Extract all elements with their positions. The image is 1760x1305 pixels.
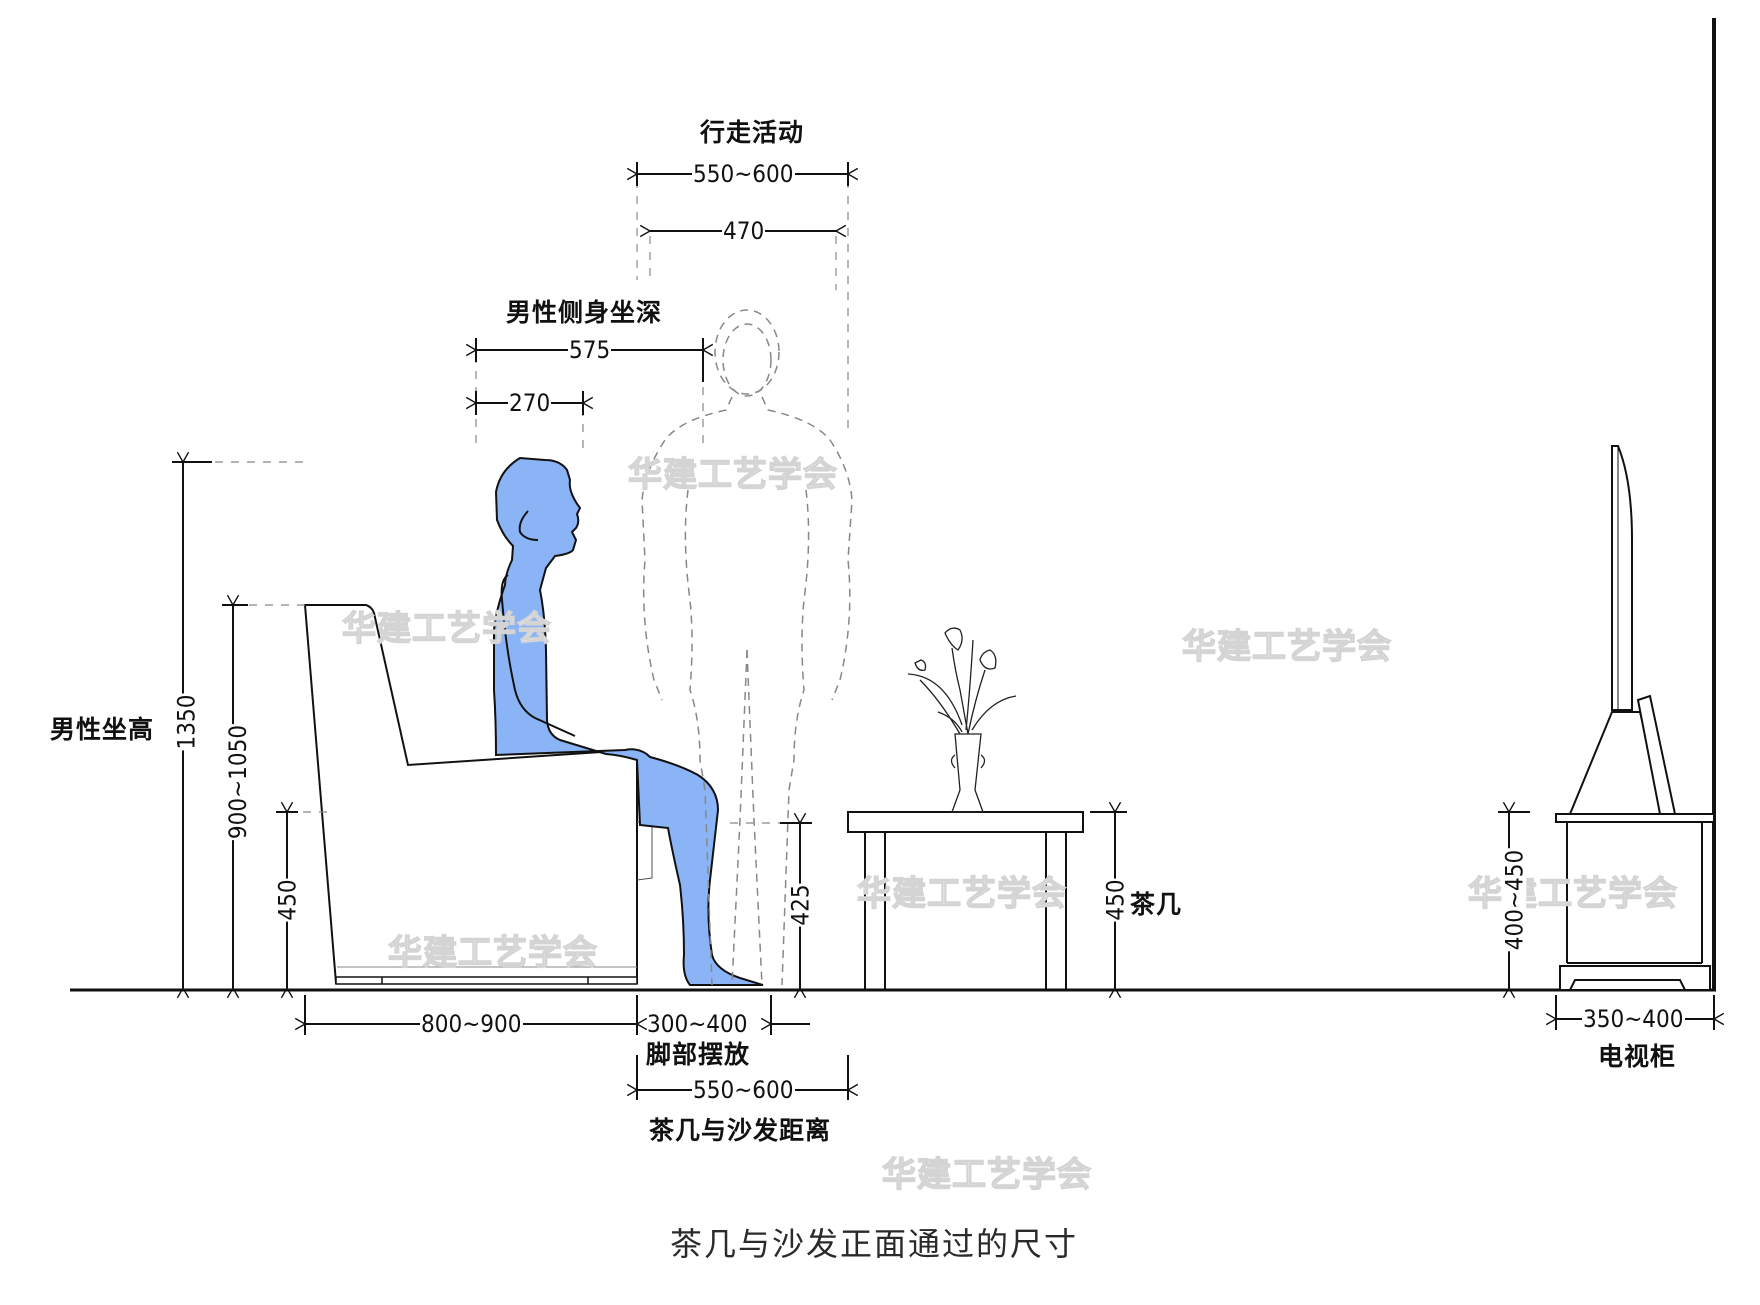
watermark: 华建工艺学会 (1181, 627, 1392, 667)
dim-sofa-depth: 800~900 (420, 1010, 523, 1038)
tv-cabinet-label: 电视柜 (1598, 1042, 1677, 1071)
dim-table-sofa-gap: 550~600 (692, 1076, 795, 1104)
dim-male-height-1350: 1350 (172, 693, 201, 751)
sofa-bracket (636, 821, 653, 881)
watermark: 华建工艺学会 (627, 455, 838, 495)
dim-tv-cabinet-depth: 350~400 (1582, 1005, 1685, 1033)
coffee-table-label: 茶几 (1130, 890, 1183, 919)
watermark: 华建工艺学会 (856, 874, 1067, 914)
dim-seat-depth-270: 270 (508, 389, 552, 417)
figure-caption: 茶几与沙发正面通过的尺寸 (670, 1225, 1079, 1263)
dim-tv-cabinet-height: 400~450 (1500, 848, 1529, 952)
dim-foot-space: 300~400 (647, 1010, 748, 1038)
dim-sofa-back-height: 900~1050 (224, 723, 253, 841)
watermark: 华建工艺学会 (341, 609, 552, 649)
flower-vase (907, 627, 1017, 813)
dim-walk-outer: 550~600 (692, 160, 795, 188)
seated-man-figure (493, 456, 764, 986)
foot-placement-label: 脚部摆放 (646, 1040, 751, 1069)
dim-knee-height: 425 (786, 883, 815, 927)
dim-table-height: 450 (1101, 878, 1130, 922)
table-sofa-distance-label: 茶几与沙发距离 (649, 1116, 832, 1145)
dim-walk-inner: 470 (722, 217, 766, 245)
watermark: 华建工艺学会 (881, 1155, 1092, 1195)
sofa (303, 604, 638, 985)
television (1568, 445, 1677, 815)
dim-sofa-seat-height: 450 (273, 878, 302, 922)
standing-man-outline (641, 309, 853, 986)
coffee-table (847, 811, 1084, 990)
dim-seat-depth-575: 575 (568, 336, 612, 364)
side-seat-depth-label: 男性侧身坐深 (506, 298, 663, 327)
walking-activity-label: 行走活动 (700, 118, 805, 147)
watermark: 华建工艺学会 (387, 933, 598, 973)
male-seat-height-label: 男性坐高 (50, 715, 155, 744)
